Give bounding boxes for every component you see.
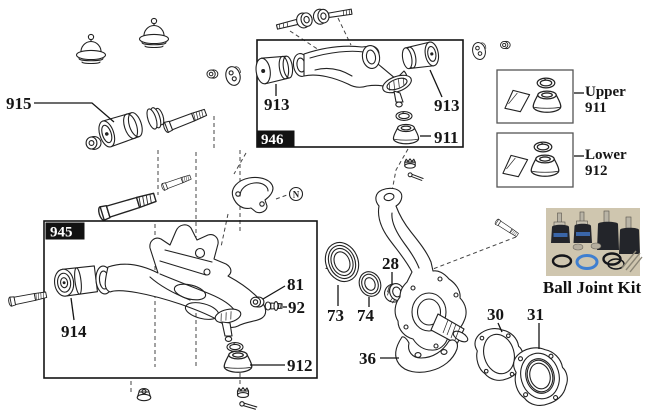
callout-36: 36 (359, 349, 376, 368)
ball-joint-kit-photo (546, 208, 643, 276)
small-nut-2 (500, 40, 511, 50)
callout-912: 912 (287, 356, 313, 375)
callout-30: 30 (487, 305, 504, 324)
knuckle-bolt (494, 218, 520, 238)
upper-kit-number: 911 (585, 100, 607, 116)
kit-snap-ring (536, 77, 556, 89)
castle-nut-lower (236, 387, 250, 398)
callout-81: 81 (287, 275, 304, 294)
small-nut (206, 69, 219, 79)
nut-81 (249, 296, 265, 308)
oil-seal-74 (358, 271, 382, 297)
bushing-assembly-915 (85, 106, 208, 150)
callout-28: 28 (382, 254, 399, 273)
lower-snap-ring (226, 342, 244, 352)
callout-913-left: 913 (264, 95, 290, 114)
tag-945-text: 945 (50, 225, 73, 241)
tag-946 (257, 130, 295, 147)
leader-81 (262, 285, 286, 300)
upper-kit-box: Upper 911 (496, 69, 626, 124)
bushing-bolt (161, 106, 208, 134)
short-mount-bolt (160, 173, 193, 192)
castle-nut-upper (404, 158, 416, 169)
grease-fitting-92 (264, 301, 283, 311)
lower-kit-number: 912 (585, 163, 608, 179)
cam-bolt-right (312, 8, 353, 25)
photo-caption: Ball Joint Kit (543, 278, 642, 297)
yoke-bracket (231, 176, 274, 214)
upper-arm-bushing-right (401, 41, 440, 70)
oil-seal-73 (324, 241, 360, 283)
seal-retainer-31 (513, 347, 568, 406)
leader-913-right (429, 69, 443, 98)
box-945-lower-arm (43, 220, 318, 379)
grease-packet-2 (500, 153, 530, 179)
upper-dust-cover-911 (392, 123, 420, 145)
upper-arm-bushing-left (255, 55, 294, 85)
upper-kit-title: Upper (585, 84, 626, 100)
grease-packet (502, 88, 532, 114)
flanged-nut (136, 388, 152, 402)
callout-92: 92 (288, 298, 305, 317)
leader-30 (497, 322, 503, 333)
cotter-pin-upper (407, 171, 425, 182)
callout-915: 915 (6, 94, 32, 113)
leader-914 (70, 297, 75, 321)
gasket-30 (474, 328, 524, 381)
kit-snap-ring-2 (533, 141, 553, 153)
steering-knuckle-36 (375, 187, 469, 373)
long-mount-bolt (96, 189, 158, 222)
n-balloon-letter: N (293, 190, 300, 200)
upper-arm-assembly (255, 41, 440, 145)
kit-dust-cover (532, 90, 562, 113)
n-balloon: N (288, 186, 304, 202)
lower-dust-cover-912 (223, 350, 253, 373)
oval-retainer-clip-2 (470, 40, 489, 62)
blue-ring (575, 254, 599, 270)
arm-pivot-bolt (7, 289, 48, 307)
oval-retainer-clip (223, 64, 244, 88)
callout-911: 911 (434, 128, 459, 147)
callout-913-right: 913 (434, 96, 460, 115)
callout-31: 31 (527, 305, 544, 324)
tag-945 (45, 222, 85, 240)
callout-73: 73 (327, 306, 344, 325)
bump-stop-left (75, 33, 107, 65)
callout-914: 914 (61, 322, 87, 341)
lower-arm-bushing-914 (53, 265, 99, 297)
callout-74: 74 (357, 306, 375, 325)
lower-kit-title: Lower (585, 147, 627, 163)
lower-kit-box: Lower 912 (496, 132, 627, 188)
cotter-pin-lower (238, 400, 258, 410)
upper-snap-ring (395, 111, 413, 121)
lower-arm-assembly (53, 224, 283, 373)
leader-915 (34, 102, 115, 123)
tag-946-text: 946 (261, 132, 284, 148)
box-946-upper-arm (256, 39, 464, 148)
kit-dust-cover-2 (530, 154, 560, 177)
bump-stop-right (138, 17, 170, 49)
cam-bolt-left (275, 12, 313, 30)
